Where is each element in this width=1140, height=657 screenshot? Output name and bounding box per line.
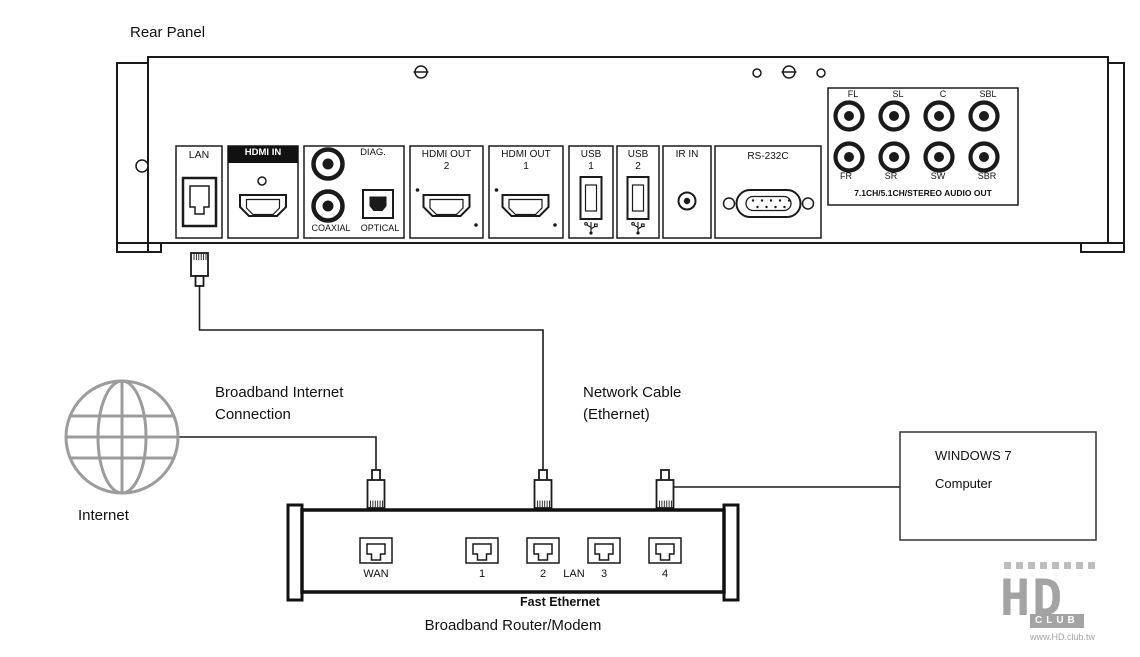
router-port-label-wan: WAN — [363, 568, 389, 580]
rj45-plug-port2 — [533, 469, 553, 509]
internet-label: Internet — [78, 507, 129, 524]
watermark-club-badge: CLUB — [1030, 614, 1084, 628]
hdmi-out2-group-box — [409, 145, 484, 239]
hdmi-out-2-connector-graphic — [415, 188, 478, 227]
computer-label-line1: WINDOWS 7 — [935, 448, 1012, 463]
router-device-label: Broadband Router/Modem — [424, 617, 602, 634]
usb2-group-box — [616, 145, 660, 239]
rs232-connector-graphic — [722, 189, 815, 218]
hdmi-in-header-bar — [228, 146, 298, 163]
internet-globe-icon — [64, 379, 180, 495]
hdmi-out2-label: HDMI OUT — [421, 149, 472, 160]
audio-label-sw: SW — [930, 171, 946, 181]
coaxial-label: COAXIAL — [311, 223, 351, 233]
router-lan-group-label: LAN — [563, 568, 585, 580]
fast-ethernet-label: Fast Ethernet — [520, 595, 600, 609]
hdmi-in-label: HDMI IN — [244, 147, 282, 158]
page-title: Rear Panel — [130, 24, 206, 41]
usb-2-port-graphic — [626, 176, 650, 220]
optical-label: OPTICAL — [360, 223, 400, 233]
audio-output-jack-graphics — [833, 100, 1000, 173]
lan-port-graphic — [181, 176, 218, 228]
rs232-label: RS-232C — [747, 151, 789, 162]
usb1-group-box — [568, 145, 614, 239]
lan-group-box — [175, 145, 223, 239]
router-port-label-4: 4 — [661, 568, 669, 580]
audio-label-fr: FR — [840, 171, 852, 181]
audio-label-sbr: SBR — [977, 171, 997, 181]
usb2-number: 2 — [635, 161, 641, 172]
rj45-plug-port4 — [655, 469, 675, 509]
ir-in-group-box — [662, 145, 712, 239]
audio-label-sbl: SBL — [979, 89, 997, 99]
router-port-label-2: 2 — [539, 568, 547, 580]
computer-label-line2: Computer — [935, 476, 993, 491]
usb-2-symbol-icon — [631, 221, 645, 235]
flange-screw-icon — [135, 159, 149, 173]
hdmi-out-1-connector-graphic — [494, 188, 557, 227]
hdmi-out1-label: HDMI OUT — [501, 149, 551, 160]
audio-label-c: C — [939, 89, 947, 99]
watermark-url: www.HD.club.tw — [1030, 632, 1096, 642]
usb2-label: USB — [627, 149, 649, 160]
usb-1-port-graphic — [579, 176, 603, 220]
cable-lines — [178, 286, 900, 488]
optical-port-graphic — [362, 189, 394, 219]
rs232-group-box — [714, 145, 822, 239]
router-outline — [286, 503, 740, 602]
network-cable-label-line2: (Ethernet) — [583, 406, 650, 423]
rj45-plug-lan — [190, 252, 209, 287]
usb1-label: USB — [580, 149, 602, 160]
hdmi-out1-number: 1 — [523, 161, 529, 172]
audio-label-fl: FL — [847, 89, 859, 99]
coaxial-jack-graphics — [311, 147, 345, 223]
router-port-label-1: 1 — [478, 568, 486, 580]
network-cable-label-line1: Network Cable — [583, 384, 682, 401]
broadband-label-line2: Connection — [215, 406, 291, 423]
chassis-screw-icons — [413, 65, 826, 79]
ir-in-jack-graphic — [677, 191, 697, 211]
audio-label-sr: SR — [884, 171, 898, 181]
hdmi-in-connector-graphic — [239, 176, 287, 217]
watermark-cjk-text — [1004, 562, 1095, 569]
computer-box — [899, 431, 1097, 541]
hdmi-out1-group-box — [488, 145, 564, 239]
usb-1-symbol-icon — [584, 221, 598, 235]
audio-out-group-box — [827, 87, 1019, 206]
cable-internet-to-wan — [178, 436, 377, 470]
port-group-outlines — [175, 87, 1019, 239]
diag-label: DIAG. — [360, 147, 386, 158]
lan-port-label: LAN — [188, 149, 210, 161]
audio-label-sl: SL — [892, 89, 904, 99]
audio-out-caption: 7.1CH/5.1CH/STEREO AUDIO OUT — [854, 188, 992, 198]
hdmi-out2-number: 2 — [443, 161, 450, 172]
coax-optical-group-box — [303, 145, 405, 239]
ir-in-label: IR IN — [675, 149, 699, 160]
usb1-number: 1 — [588, 161, 594, 172]
router-port-label-3: 3 — [600, 568, 608, 580]
broadband-label-line1: Broadband Internet — [215, 384, 344, 401]
rj45-plug-wan — [366, 469, 386, 509]
router-port-graphics — [359, 537, 682, 564]
cable-lan-to-router — [198, 286, 544, 470]
